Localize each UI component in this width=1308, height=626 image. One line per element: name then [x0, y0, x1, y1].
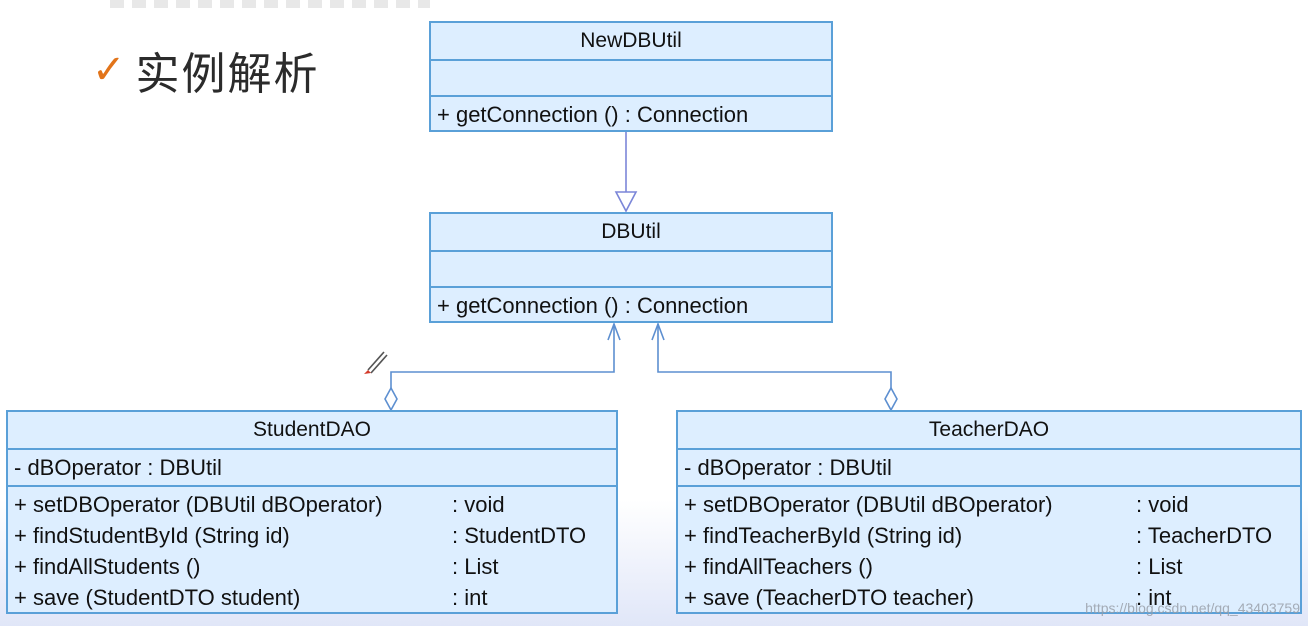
aggregation-line-student [390, 324, 615, 388]
operation-type: : List [1136, 554, 1183, 579]
aggregation-arrow-teacher [651, 321, 665, 341]
operation-row: + setDBOperator (DBUtil dBOperator) : vo… [684, 489, 1294, 520]
class-studentdao[interactable]: StudentDAO - dBOperator : DBUtil + setDB… [6, 410, 618, 614]
operation-type: : StudentDTO [452, 523, 587, 548]
aggregation-line-teacher [657, 324, 892, 388]
aggregation-diamond-student [384, 386, 398, 412]
operation-type: : List [452, 554, 499, 579]
attributes-section [431, 59, 831, 95]
operation-signature: + setDBOperator (DBUtil dBOperator) [14, 492, 383, 517]
class-teacherdao[interactable]: TeacherDAO - dBOperator : DBUtil + setDB… [676, 410, 1302, 614]
class-name: TeacherDAO [928, 418, 1050, 441]
operation-signature: + findStudentById (String id) [14, 523, 290, 548]
aggregation-arrow-student [607, 321, 621, 341]
operation-row: + findAllStudents () : List [14, 551, 610, 582]
attribute-row: - dBOperator : DBUtil [684, 452, 1294, 483]
operation-row: + findTeacherById (String id) : TeacherD… [684, 520, 1294, 551]
check-icon: ✓ [92, 47, 126, 93]
attribute-text: - dBOperator : DBUtil [14, 455, 222, 480]
operations-section: + getConnection () : Connection [431, 286, 831, 323]
operation-signature: + getConnection () : Connection [437, 102, 749, 127]
attributes-section: - dBOperator : DBUtil [678, 448, 1300, 485]
operation-row: + findAllTeachers () : List [684, 551, 1294, 582]
operation-row: + getConnection () : Connection [437, 99, 825, 130]
pen-cursor-icon [364, 351, 388, 374]
slide-title: 实例解析 [135, 49, 320, 100]
operation-signature: + setDBOperator (DBUtil dBOperator) [684, 492, 1053, 517]
operation-signature: + findAllStudents () [14, 554, 201, 579]
operations-section: + getConnection () : Connection [431, 95, 831, 132]
operations-section: + setDBOperator (DBUtil dBOperator) : vo… [8, 485, 616, 615]
operation-type: : TeacherDTO [1136, 523, 1273, 548]
operation-row: + setDBOperator (DBUtil dBOperator) : vo… [14, 489, 610, 520]
watermark-url: https://blog.csdn.net/qq_43403759 [1085, 600, 1300, 616]
operation-row: + findStudentById (String id) : StudentD… [14, 520, 610, 551]
slide-heading: ✓ 实例解析 [92, 40, 320, 100]
operation-row: + save (TeacherDTO teacher) : int [684, 582, 1294, 613]
generalization-arrowhead [614, 191, 638, 213]
operation-row: + getConnection () : Connection [437, 290, 825, 321]
operation-type: : int [1136, 585, 1172, 610]
class-name: DBUtil [601, 220, 661, 243]
operation-signature: + findAllTeachers () [684, 554, 873, 579]
attribute-text: - dBOperator : DBUtil [684, 455, 892, 480]
operation-type: : void [452, 492, 505, 517]
operation-signature: + findTeacherById (String id) [684, 523, 963, 548]
class-dbutil[interactable]: DBUtil + getConnection () : Connection [429, 212, 833, 323]
operation-signature: + getConnection () : Connection [437, 293, 749, 318]
operation-signature: + save (TeacherDTO teacher) [684, 585, 974, 610]
operation-signature: + save (StudentDTO student) [14, 585, 301, 610]
attributes-section: - dBOperator : DBUtil [8, 448, 616, 485]
attributes-section [431, 250, 831, 286]
class-name: NewDBUtil [580, 29, 682, 52]
class-name: StudentDAO [253, 418, 371, 441]
operations-section: + setDBOperator (DBUtil dBOperator) : vo… [678, 485, 1300, 615]
cropped-top-text [110, 0, 430, 8]
class-newdbutil[interactable]: NewDBUtil + getConnection () : Connectio… [429, 21, 833, 132]
operation-row: + save (StudentDTO student) : int [14, 582, 610, 613]
operation-type: : void [1136, 492, 1189, 517]
attribute-row: - dBOperator : DBUtil [14, 452, 610, 483]
aggregation-diamond-teacher [884, 386, 898, 412]
operation-type: : int [452, 585, 488, 610]
